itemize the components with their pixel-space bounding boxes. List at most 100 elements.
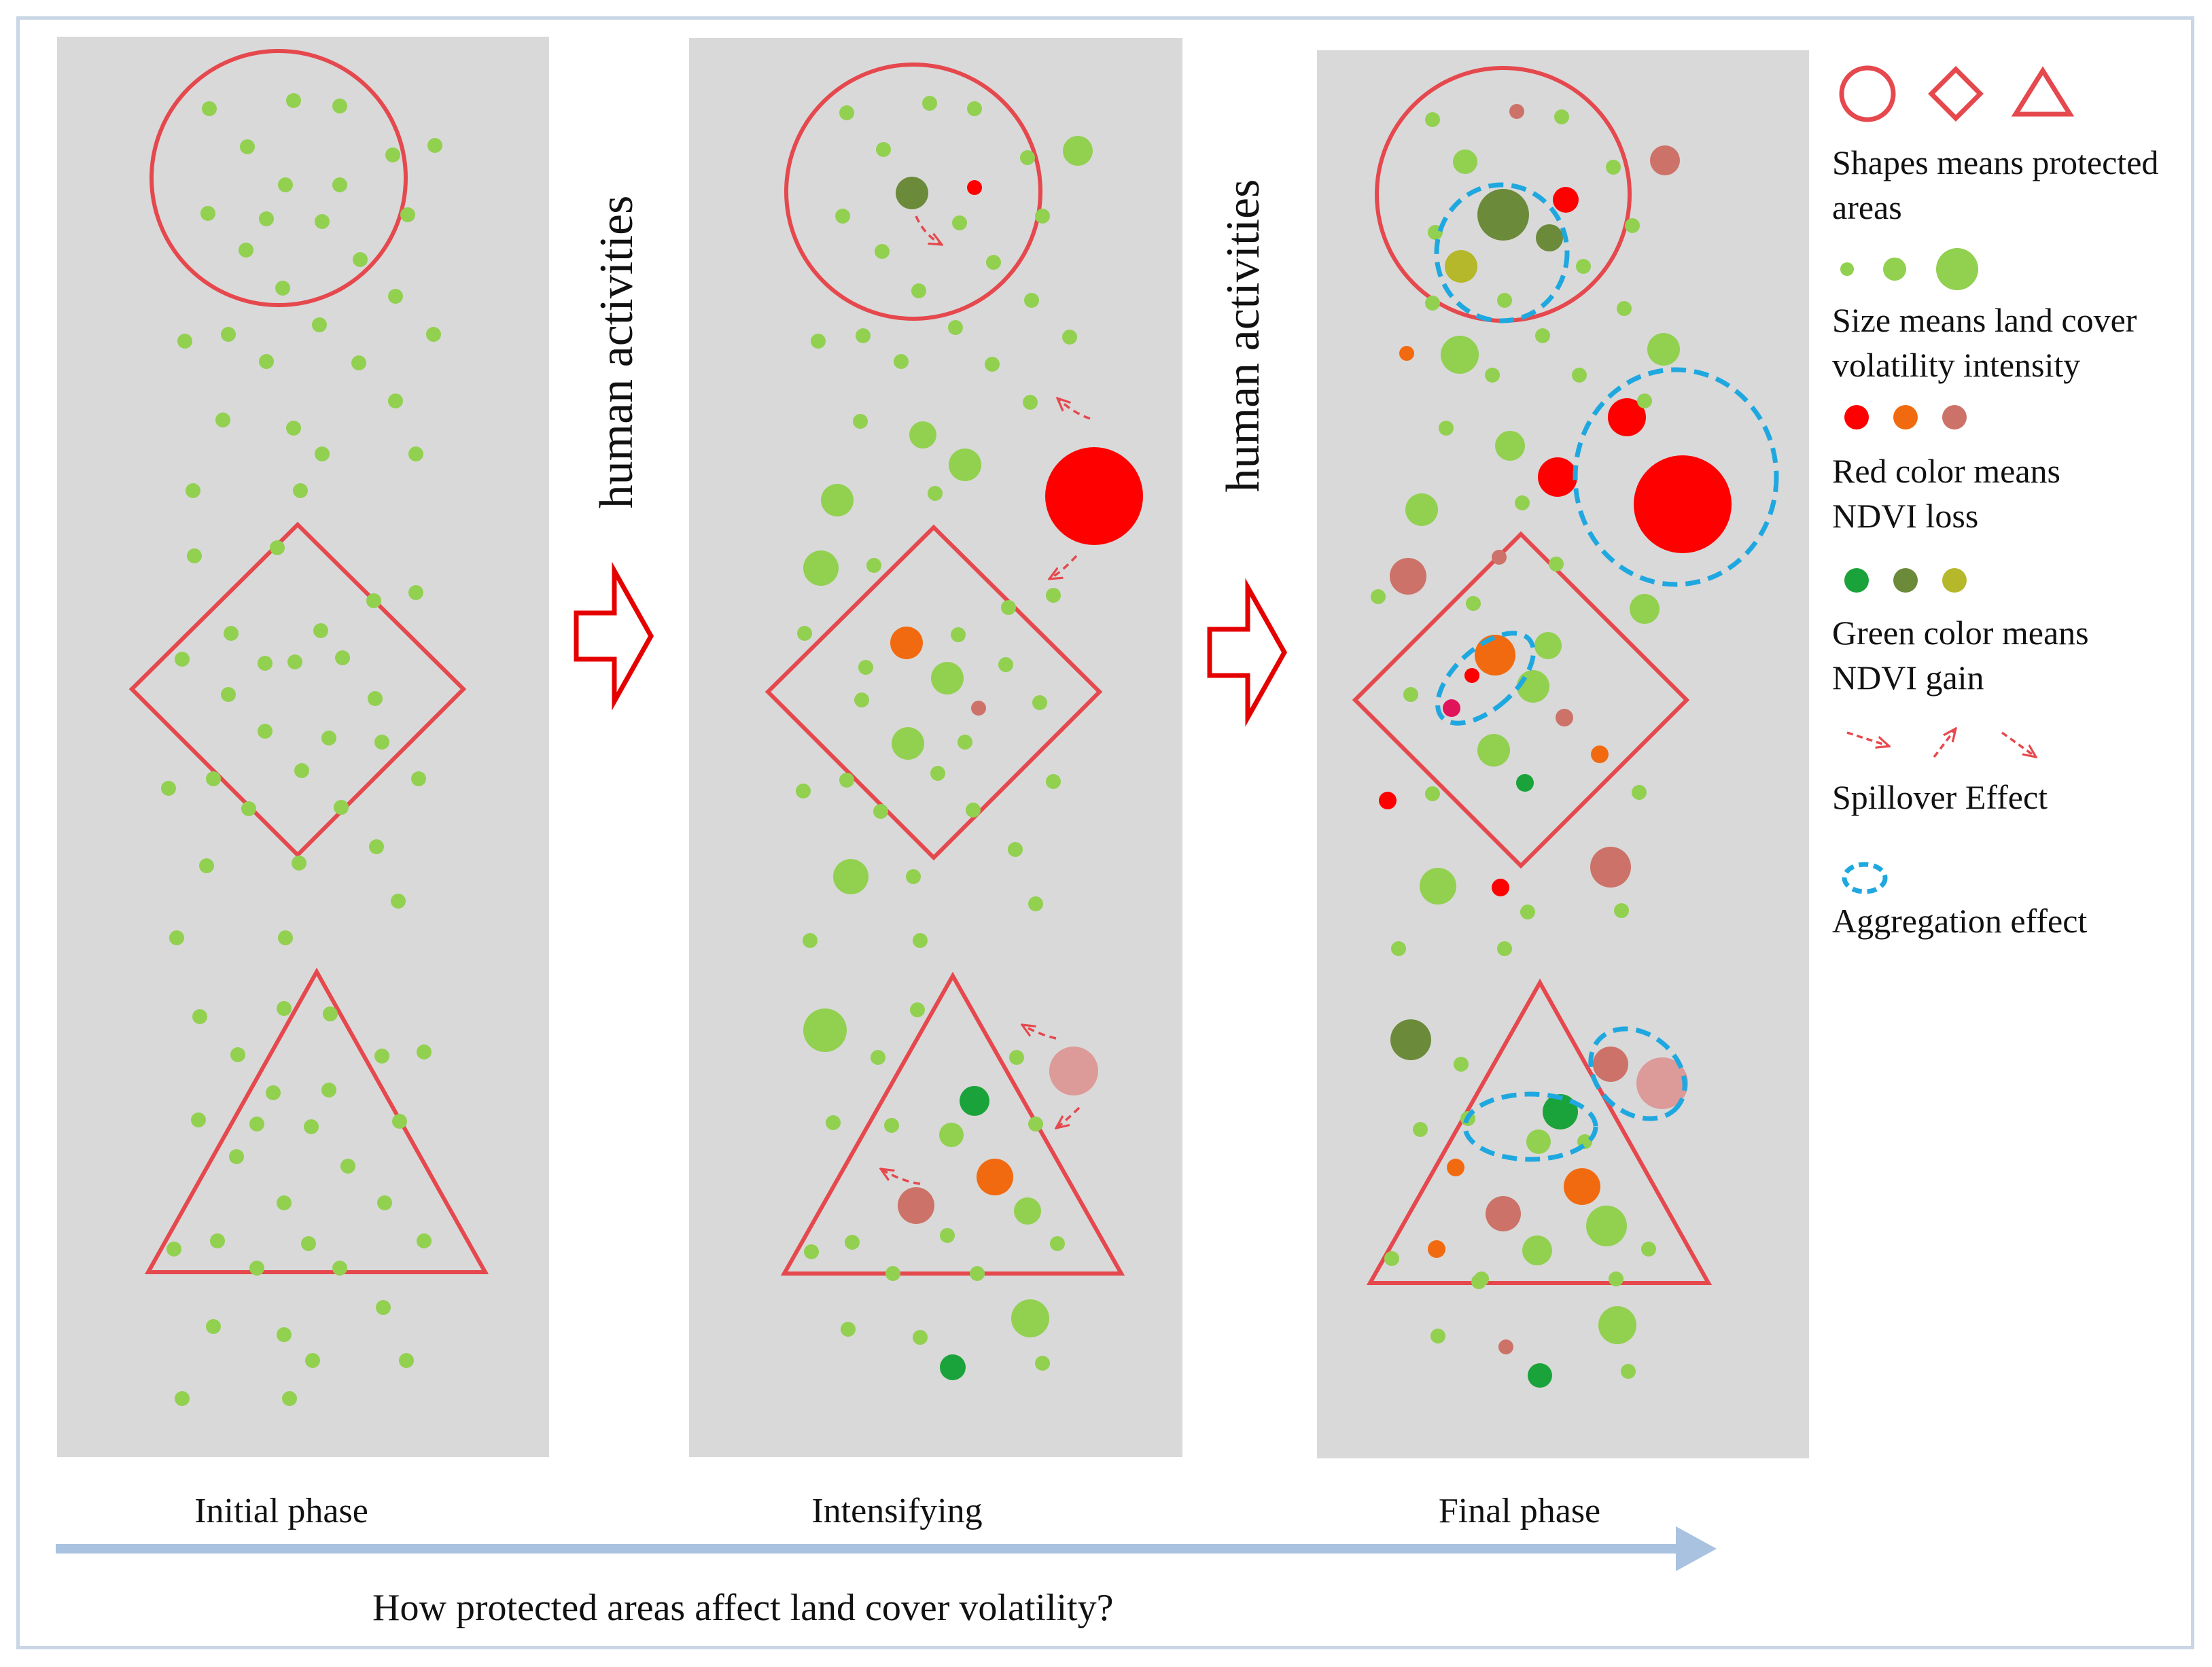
figure-frame <box>16 16 2194 1649</box>
green-dot <box>305 1353 320 1368</box>
green-dot <box>332 177 347 192</box>
green-dot <box>1008 842 1023 857</box>
green-dot <box>177 334 192 349</box>
green-dot <box>304 1119 319 1134</box>
green-dot <box>186 483 200 498</box>
green-dot <box>1630 594 1660 624</box>
timeline-arrow <box>56 1526 1717 1571</box>
pink-dot <box>1390 558 1426 595</box>
green-dot <box>966 803 981 818</box>
dark-green-dot <box>1543 1094 1578 1129</box>
green-dot <box>894 354 909 369</box>
green-dot <box>1576 259 1591 274</box>
green-dot <box>391 894 406 909</box>
green-dot <box>856 328 871 343</box>
green-dot <box>885 1266 900 1281</box>
green-dot <box>278 177 293 192</box>
orange-dot <box>1564 1168 1600 1205</box>
green-dot <box>321 1083 336 1098</box>
green-dot <box>884 1118 899 1133</box>
green-dot <box>1647 333 1680 366</box>
phase-label-initial: Initial phase <box>194 1492 368 1530</box>
green-dot <box>321 731 336 745</box>
green-dot <box>1425 296 1440 311</box>
green-dot <box>369 839 384 854</box>
orange-dot <box>1591 745 1609 763</box>
phase-label-final: Final phase <box>1439 1492 1600 1530</box>
green-dot <box>853 414 868 429</box>
green-dot <box>871 1050 885 1065</box>
green-dot <box>949 449 981 481</box>
green-dot <box>427 138 442 153</box>
green-dot <box>940 1228 955 1243</box>
green-dot <box>202 101 217 116</box>
green-dot <box>301 1236 316 1251</box>
green-dot <box>315 214 330 229</box>
green-dot <box>1641 1242 1656 1257</box>
legend-shapes-text: Shapes means protected <box>1832 143 2158 181</box>
protected-area-circle-intensifying <box>784 63 1042 321</box>
olive-dot <box>896 177 928 209</box>
green-dot <box>1534 632 1562 659</box>
pink-dot <box>1486 1196 1521 1231</box>
green-dot <box>1497 941 1512 956</box>
olive-dot <box>1477 189 1529 241</box>
green-dot <box>1028 1117 1043 1131</box>
phase-label-intensifying: Intensifying <box>811 1492 982 1530</box>
panel-intensifying <box>689 38 1182 1457</box>
green-dot <box>1430 1329 1445 1344</box>
green-dot <box>200 206 215 221</box>
green-dot <box>1425 786 1440 801</box>
protected-area-diamond-initial <box>128 521 467 858</box>
green-dot <box>277 1195 292 1210</box>
yellow-green-dot-icon <box>1942 568 1967 593</box>
aggregation-ellipse <box>1573 367 1779 587</box>
aggregation-ellipse <box>1434 182 1570 323</box>
green-dot <box>1495 431 1525 461</box>
human-activities-label: human activities <box>591 196 643 509</box>
green-dot <box>1028 896 1043 911</box>
green-dot <box>970 1266 985 1281</box>
green-dot <box>408 446 423 461</box>
green-dot <box>351 355 366 370</box>
green-dot <box>385 147 400 162</box>
legend-green-text: NDVI gain <box>1832 659 1984 697</box>
green-dot <box>1046 774 1061 789</box>
green-dot <box>259 354 274 369</box>
green-dot <box>353 252 368 267</box>
green-dot <box>985 357 1000 372</box>
green-dot <box>210 1233 225 1248</box>
green-dot <box>1023 395 1038 410</box>
green-dot <box>839 105 854 120</box>
olive-dot <box>1536 224 1563 251</box>
green-dot <box>240 139 255 154</box>
aggregation-ellipse <box>1462 1091 1598 1162</box>
red-dot <box>1492 879 1509 896</box>
green-dot <box>400 207 415 222</box>
orange-dot-icon <box>1893 405 1918 429</box>
green-dot <box>175 652 190 667</box>
pink-dot <box>1492 550 1507 565</box>
green-dot <box>388 289 403 304</box>
green-dot <box>292 856 306 871</box>
green-dot <box>1384 1251 1399 1266</box>
green-dot <box>340 1159 355 1174</box>
green-dot <box>1035 1356 1050 1371</box>
green-dot <box>873 804 888 819</box>
green-dot <box>1526 1129 1551 1154</box>
green-dot <box>187 548 202 563</box>
green-dot <box>239 243 253 258</box>
spillover-arrow <box>1049 555 1078 579</box>
dots-initial <box>161 93 442 1406</box>
green-dot <box>951 627 966 642</box>
spillover-arrow-icon <box>1933 729 1956 758</box>
green-dot <box>1441 336 1479 374</box>
green-dot <box>1453 150 1477 174</box>
green-dot <box>804 1244 819 1259</box>
green-dot <box>875 244 890 259</box>
green-dot <box>854 692 869 707</box>
green-dot <box>1477 734 1510 767</box>
green-dot <box>315 446 330 461</box>
green-dot <box>1609 1271 1623 1286</box>
green-dot <box>845 1235 860 1250</box>
